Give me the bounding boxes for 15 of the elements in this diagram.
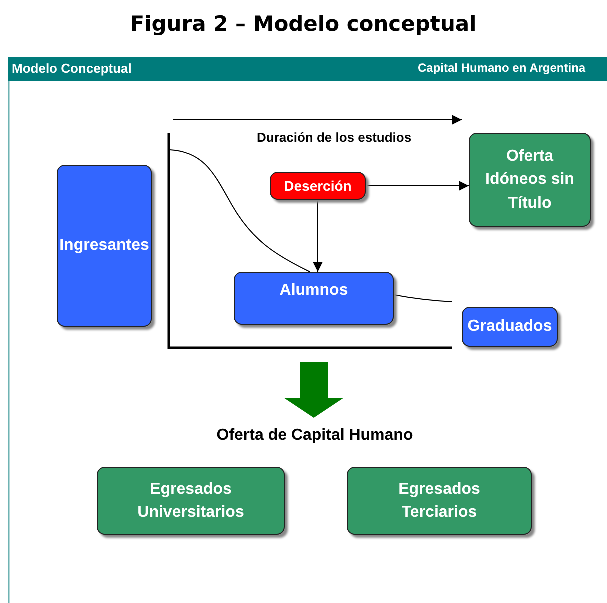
section-heading: Oferta de Capital Humano bbox=[180, 418, 450, 454]
arrow bbox=[366, 181, 470, 191]
stage-box: Alumnos bbox=[234, 272, 394, 325]
axis-label: Duración de los estudios bbox=[257, 130, 412, 145]
dropout-box: Deserción bbox=[270, 172, 366, 200]
arrow bbox=[313, 200, 323, 272]
figure-title: Figura 2 – Modelo conceptual bbox=[129, 12, 478, 36]
supply-box: Oferta Idóneos sin Título bbox=[469, 133, 591, 227]
stage-box: Graduados bbox=[462, 307, 558, 347]
stage-box: Ingresantes bbox=[57, 165, 152, 327]
supply-box: Egresados Universitarios bbox=[97, 467, 285, 535]
supply-box: Egresados Terciarios bbox=[347, 467, 532, 535]
block-arrow bbox=[284, 362, 344, 418]
header-subtitle: Capital Humano en Argentina bbox=[418, 61, 586, 75]
header-title: Modelo Conceptual bbox=[12, 61, 132, 76]
